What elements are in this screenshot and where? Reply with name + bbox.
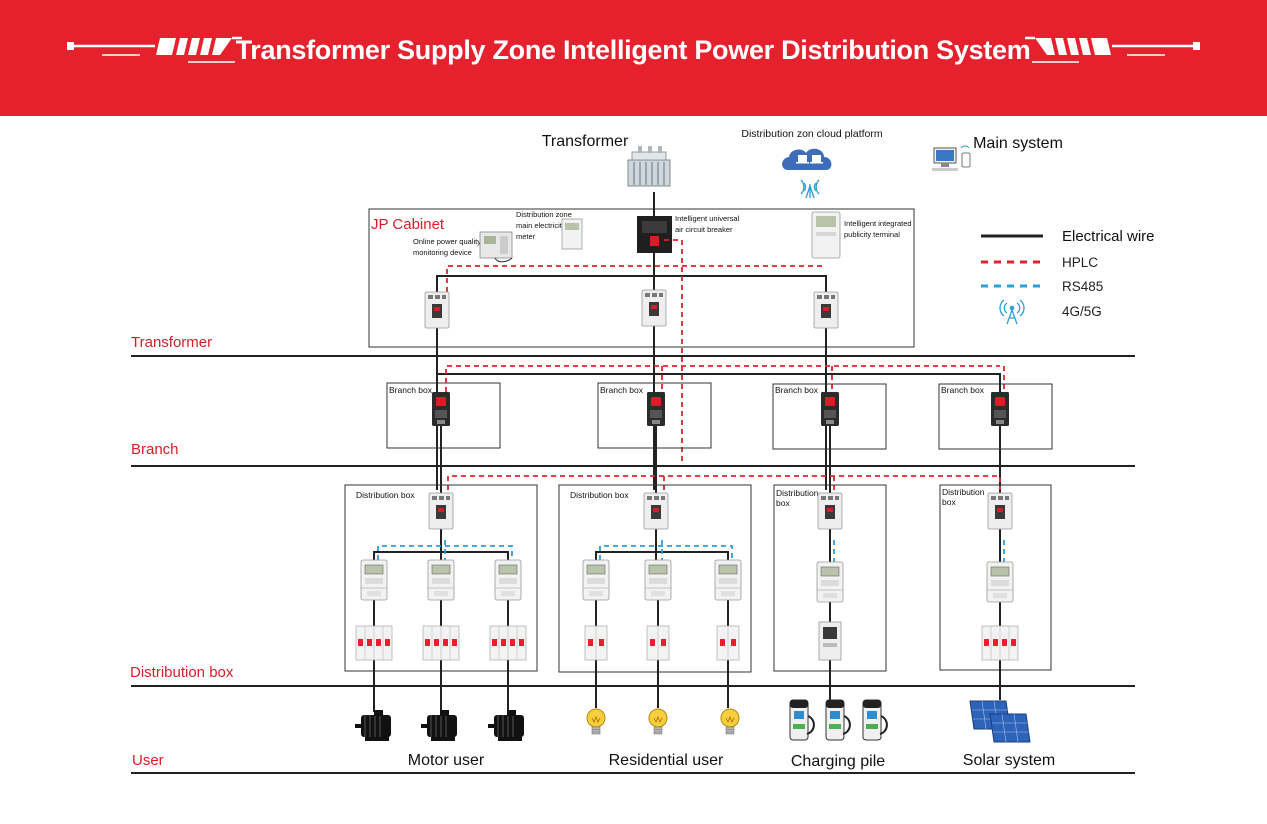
light-bulb-icon bbox=[586, 708, 606, 735]
user-caption-charging: Charging pile bbox=[791, 753, 885, 770]
acb-label-2: air circuit breaker bbox=[675, 225, 733, 234]
distribution-box-4-frame bbox=[939, 484, 1052, 671]
header-right-ornament bbox=[1025, 36, 1200, 63]
transformer-icon bbox=[627, 146, 671, 187]
level-separators bbox=[131, 355, 1135, 774]
charging-controller bbox=[818, 621, 842, 661]
header-banner bbox=[0, 0, 1267, 116]
electricity-meter bbox=[644, 559, 672, 601]
distribution-box-4-label-1: Distribution bbox=[942, 487, 985, 497]
electricity-meter bbox=[582, 559, 610, 601]
acb-label-1: Intelligent universal bbox=[675, 214, 740, 223]
legend-electrical-label: Electrical wire bbox=[1062, 228, 1155, 245]
charging-pile-icon bbox=[825, 699, 851, 741]
miniature-circuit-breaker bbox=[489, 625, 527, 661]
hplc-lines bbox=[445, 239, 1005, 490]
electricity-meter bbox=[427, 559, 455, 601]
branch-box-4: Branch box bbox=[938, 383, 1053, 450]
branch-box-1: Branch box bbox=[386, 382, 501, 449]
miniature-circuit-breaker bbox=[584, 625, 608, 661]
miniature-circuit-breaker bbox=[646, 625, 670, 661]
miniature-circuit-breaker bbox=[355, 625, 393, 661]
motor-icon bbox=[354, 709, 392, 742]
zone-meter-label-2: main electricity bbox=[516, 221, 566, 230]
dist-main-breaker-2 bbox=[643, 492, 669, 530]
distribution-box-3-label-1: Distribution bbox=[776, 488, 819, 498]
user-caption-motor: Motor user bbox=[408, 752, 485, 769]
dist-main-breaker-1 bbox=[428, 492, 454, 530]
publicity-terminal bbox=[811, 211, 841, 259]
legend-4g5g-label: 4G/5G bbox=[1062, 304, 1102, 319]
solar-panel-icon bbox=[989, 713, 1031, 743]
zone-meter-label-3: meter bbox=[516, 232, 536, 241]
miniature-circuit-breaker bbox=[422, 625, 460, 661]
light-bulb-icon bbox=[720, 708, 740, 735]
dist-main-breaker-4 bbox=[987, 492, 1013, 530]
air-circuit-breaker bbox=[637, 216, 672, 253]
miniature-circuit-breaker bbox=[716, 625, 740, 661]
zone-main-meter bbox=[561, 218, 583, 250]
jp-cabinet-frame bbox=[368, 208, 915, 348]
dist-main-breaker-3 bbox=[817, 492, 843, 530]
branch-box-label: Branch box bbox=[600, 385, 644, 395]
user-caption-residential: Residential user bbox=[609, 752, 724, 769]
wireless-signal-icon bbox=[800, 179, 820, 199]
level-label-distribution: Distribution box bbox=[130, 664, 234, 681]
jp-breaker-right bbox=[813, 291, 839, 329]
computer-icon bbox=[932, 145, 971, 171]
distribution-box-1-label: Distribution box bbox=[356, 490, 415, 500]
motor-icon bbox=[487, 709, 525, 742]
distribution-box-2-label: Distribution box bbox=[570, 490, 629, 500]
branch-box-label: Branch box bbox=[941, 385, 985, 395]
electricity-meter bbox=[360, 559, 388, 601]
distribution-box-4-label-2: box bbox=[942, 497, 956, 507]
header-left-ornament bbox=[67, 36, 242, 63]
user-caption-solar: Solar system bbox=[963, 752, 1055, 769]
main-system-caption: Main system bbox=[973, 135, 1063, 152]
level-label-branch: Branch bbox=[131, 441, 179, 458]
charging-pile-icon bbox=[789, 699, 815, 741]
light-bulb-icon bbox=[648, 708, 668, 735]
terminal-label-1: Intelligent integrated bbox=[844, 219, 912, 228]
jp-cabinet-title: JP Cabinet bbox=[371, 216, 445, 233]
zone-meter-label-1: Distribution zone bbox=[516, 210, 572, 219]
distribution-box-2-frame bbox=[558, 484, 752, 673]
charging-pile-icon bbox=[862, 699, 888, 741]
transformer-caption: Transformer bbox=[542, 133, 629, 150]
branch-box-label: Branch box bbox=[775, 385, 819, 395]
pq-monitor-device bbox=[479, 231, 513, 263]
branch-box-label: Branch box bbox=[389, 385, 433, 395]
rs485-lines bbox=[377, 540, 1005, 562]
branch-box-2: Branch box bbox=[597, 382, 712, 449]
cloud-icon bbox=[782, 148, 832, 170]
pq-device-label-1: Online power quality bbox=[413, 237, 481, 246]
legend-4g5g-icon bbox=[999, 299, 1025, 325]
level-label-user: User bbox=[132, 752, 164, 769]
electricity-meter bbox=[816, 561, 844, 603]
jp-breaker-left bbox=[424, 291, 450, 329]
distribution-box-3-label-2: box bbox=[776, 498, 790, 508]
miniature-circuit-breaker bbox=[981, 625, 1019, 661]
pq-device-label-2: monitoring device bbox=[413, 248, 472, 257]
cloud-platform-caption: Distribution zon cloud platform bbox=[741, 128, 882, 140]
legend-rs485-label: RS485 bbox=[1062, 279, 1103, 294]
level-label-transformer: Transformer bbox=[131, 334, 212, 351]
legend: Electrical wire HPLC RS485 4G/5G bbox=[981, 228, 1155, 325]
motor-icon bbox=[420, 709, 458, 742]
terminal-label-2: publicity terminal bbox=[844, 230, 900, 239]
jp-breaker-middle bbox=[641, 289, 667, 327]
electricity-meter bbox=[494, 559, 522, 601]
page-title: Transformer Supply Zone Intelligent Powe… bbox=[236, 35, 1031, 65]
branch-box-3: Branch box bbox=[772, 383, 887, 450]
legend-hplc-label: HPLC bbox=[1062, 255, 1098, 270]
electricity-meter bbox=[714, 559, 742, 601]
distribution-wires bbox=[373, 529, 1001, 712]
electricity-meter bbox=[986, 561, 1014, 603]
